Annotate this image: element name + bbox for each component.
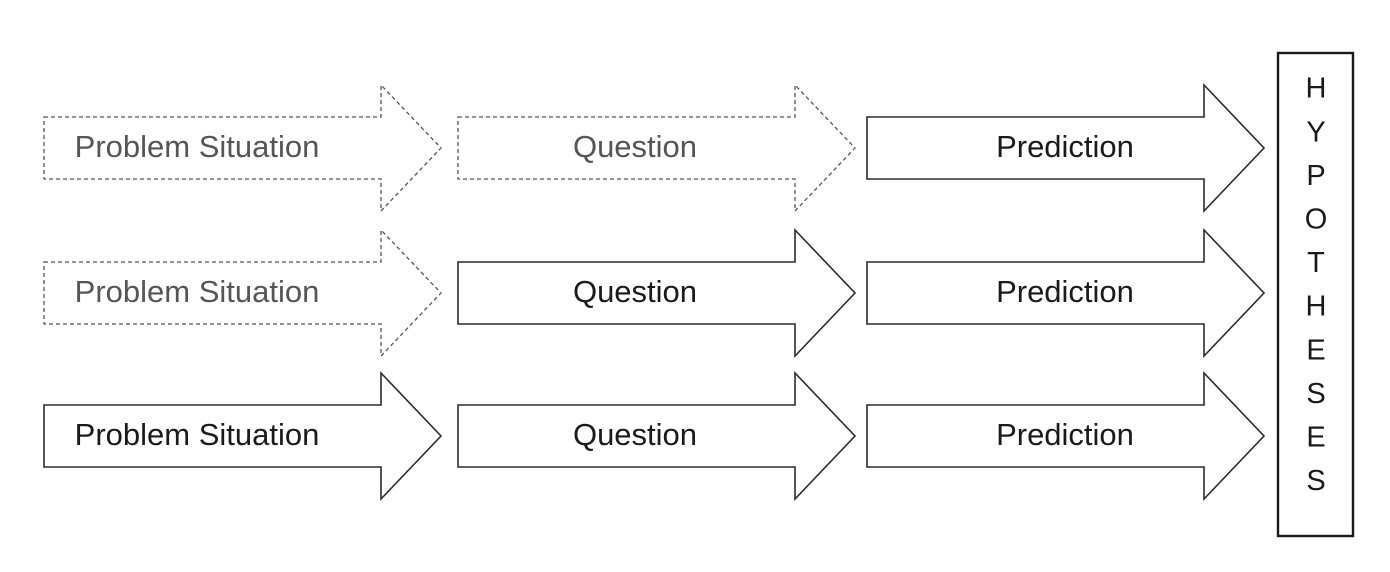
dashed-arrow-shape bbox=[43, 83, 442, 213]
flow-arrow: Prediction bbox=[866, 228, 1266, 358]
solid-arrow-shape bbox=[866, 83, 1266, 213]
arrow-label: Prediction bbox=[996, 129, 1134, 164]
flow-arrow: Problem Situation bbox=[43, 83, 442, 213]
flow-arrow: Prediction bbox=[866, 371, 1266, 501]
solid-arrow-shape bbox=[43, 371, 443, 501]
arrow-label: Prediction bbox=[996, 274, 1134, 309]
hypotheses-letter: E bbox=[1306, 421, 1325, 453]
flow-arrow: Question bbox=[457, 228, 857, 358]
arrow-label: Problem Situation bbox=[75, 129, 320, 164]
hypotheses-letter: P bbox=[1306, 160, 1325, 192]
hypotheses-letter: Y bbox=[1306, 116, 1325, 148]
flow-arrow: Problem Situation bbox=[43, 228, 442, 358]
solid-arrow-shape bbox=[457, 228, 857, 358]
flow-arrow: Prediction bbox=[866, 83, 1266, 213]
solid-arrow-shape bbox=[866, 228, 1266, 358]
dashed-arrow-shape bbox=[43, 228, 442, 358]
arrow-label: Problem Situation bbox=[75, 417, 320, 452]
hypotheses-border bbox=[1276, 51, 1355, 538]
arrow-label: Problem Situation bbox=[75, 274, 320, 309]
hypotheses-letter: S bbox=[1306, 465, 1325, 497]
hypotheses-letter: H bbox=[1306, 73, 1327, 105]
arrow-row: Problem Situation Question Prediction bbox=[43, 228, 1266, 358]
hypotheses-letter: O bbox=[1305, 203, 1328, 235]
hypotheses-letter: S bbox=[1306, 378, 1325, 410]
hypotheses-letter: E bbox=[1306, 334, 1325, 366]
arrow-label: Question bbox=[573, 417, 697, 452]
arrow-row: Problem Situation Question Prediction bbox=[43, 83, 1266, 213]
flow-arrow: Question bbox=[457, 371, 857, 501]
dashed-arrow-shape bbox=[457, 83, 856, 213]
solid-arrow-shape bbox=[866, 371, 1266, 501]
solid-arrow-shape bbox=[457, 371, 857, 501]
arrow-label: Question bbox=[573, 274, 697, 309]
flow-arrow: Problem Situation bbox=[43, 371, 443, 501]
arrow-label: Prediction bbox=[996, 417, 1134, 452]
hypotheses-letter: H bbox=[1306, 291, 1327, 323]
arrow-label: Question bbox=[573, 129, 697, 164]
hypotheses-letter: T bbox=[1307, 247, 1325, 279]
arrow-row: Problem Situation Question Prediction bbox=[43, 371, 1266, 501]
flow-arrow: Question bbox=[457, 83, 856, 213]
